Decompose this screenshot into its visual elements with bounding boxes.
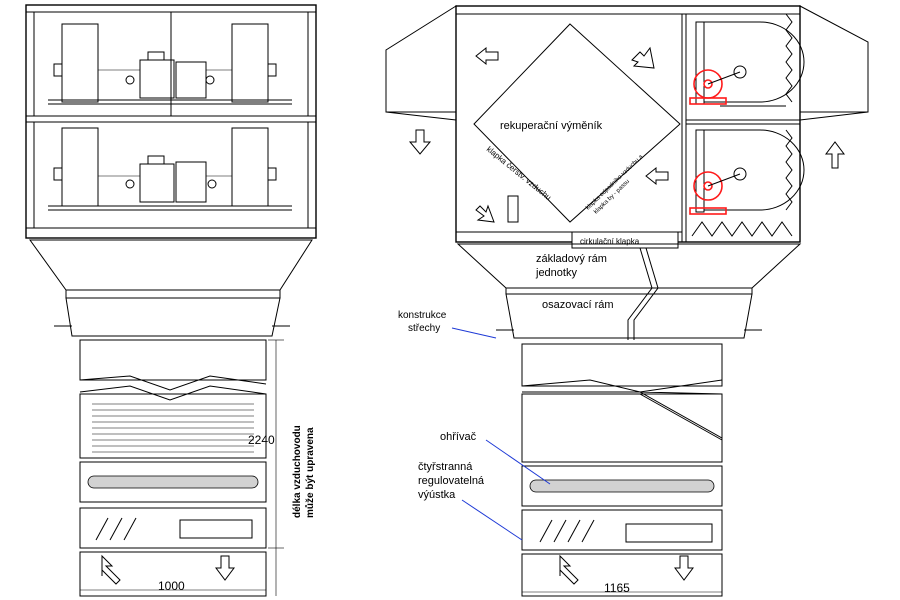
left-louvre-grille bbox=[92, 403, 254, 453]
lower-fan-section bbox=[48, 127, 292, 211]
left-mounting-frame bbox=[65, 297, 281, 337]
exhaust-out-arrow bbox=[408, 129, 432, 155]
upper-fan-compartment bbox=[689, 13, 805, 107]
left-air-hood bbox=[385, 5, 457, 113]
roof-structure-leader bbox=[451, 327, 497, 339]
right-air-duct bbox=[521, 343, 723, 597]
damper-blade bbox=[507, 195, 519, 223]
heat-recovery-exchanger bbox=[473, 23, 681, 223]
right-air-hood bbox=[799, 5, 869, 113]
diffuser-leader bbox=[461, 499, 523, 541]
duct-length-note-line1: délka vzduchovodu bbox=[292, 425, 303, 518]
right-down-arrow bbox=[674, 555, 694, 581]
right-outlet-arrow bbox=[559, 554, 579, 585]
left-heater bbox=[87, 475, 259, 489]
roof-structure-label-line1: konstrukce bbox=[398, 310, 447, 321]
mounting-frame bbox=[505, 293, 753, 339]
left-base-frame bbox=[29, 239, 313, 291]
mounting-frame-label: osazovací rám bbox=[542, 299, 614, 311]
upper-fan-section bbox=[48, 23, 292, 105]
duct-length-note-line2: může být upravena bbox=[304, 427, 316, 518]
lower-fan-motor bbox=[693, 171, 723, 201]
roof-structure-label-line2: střechy bbox=[408, 323, 440, 334]
right-heater bbox=[529, 479, 715, 493]
left-air-duct bbox=[79, 339, 267, 597]
lower-fan-compartment bbox=[689, 129, 805, 237]
flow-arrow-diagonal bbox=[631, 46, 655, 69]
diffuser-label-line1: čtyřstranná bbox=[418, 461, 473, 473]
fresh-air-in-arrow bbox=[825, 141, 845, 169]
heater-label: ohřívač bbox=[440, 431, 477, 443]
base-frame-label-line1: základový rám bbox=[536, 253, 607, 265]
right-unit-view: rekuperační výměník klapka čerstv. vzduc… bbox=[385, 5, 869, 597]
flow-arrow-down-left bbox=[475, 204, 495, 223]
exchanger-label: rekuperační výměník bbox=[500, 120, 603, 132]
left-outlet-arrow bbox=[101, 554, 121, 585]
left-dimension-height: 2240 bbox=[248, 433, 275, 447]
base-frame bbox=[456, 243, 802, 289]
left-dimension-width: 1000 bbox=[158, 579, 185, 593]
heater-leader bbox=[485, 439, 551, 485]
base-frame-label-line2: jednotky bbox=[535, 267, 577, 279]
diffuser-label-line2: regulovatelná bbox=[418, 475, 485, 487]
circulation-damper-label: cirkulační klapka bbox=[580, 237, 640, 246]
flow-arrow-left bbox=[475, 46, 499, 66]
left-down-arrow bbox=[215, 555, 235, 581]
right-dimension-width: 1165 bbox=[604, 581, 630, 595]
flow-arrow-return bbox=[645, 166, 669, 186]
left-unit-view: 2240 délka vzduchovodu může být upravena… bbox=[25, 4, 317, 597]
diffuser-label-line3: výústka bbox=[418, 489, 456, 501]
